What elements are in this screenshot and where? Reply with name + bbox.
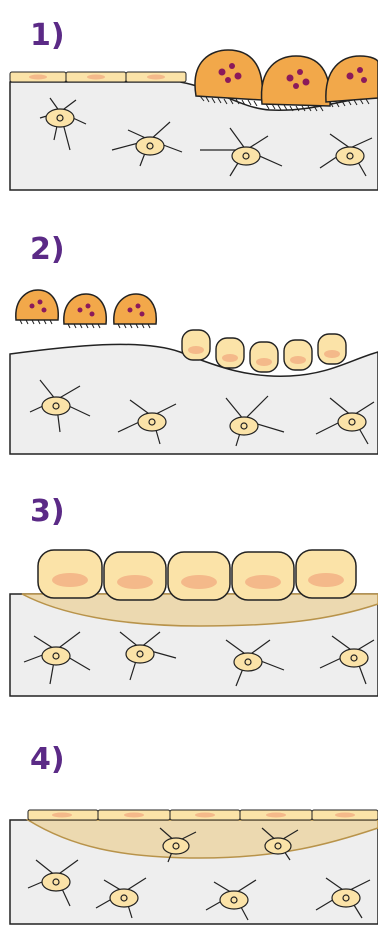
panel-1: 1): [0, 0, 378, 200]
panel-1-illustration: [0, 0, 378, 200]
panel-3-illustration: [0, 480, 378, 700]
panel-2: 2): [0, 220, 378, 460]
panel-4-illustration: [0, 724, 378, 929]
panel-4: 4): [0, 724, 378, 929]
panel-2-illustration: [0, 220, 378, 460]
panel-3: 3): [0, 480, 378, 700]
lining-cells: [10, 72, 186, 82]
departing-osteoclasts: [16, 290, 156, 328]
osteoblasts: [38, 550, 356, 600]
